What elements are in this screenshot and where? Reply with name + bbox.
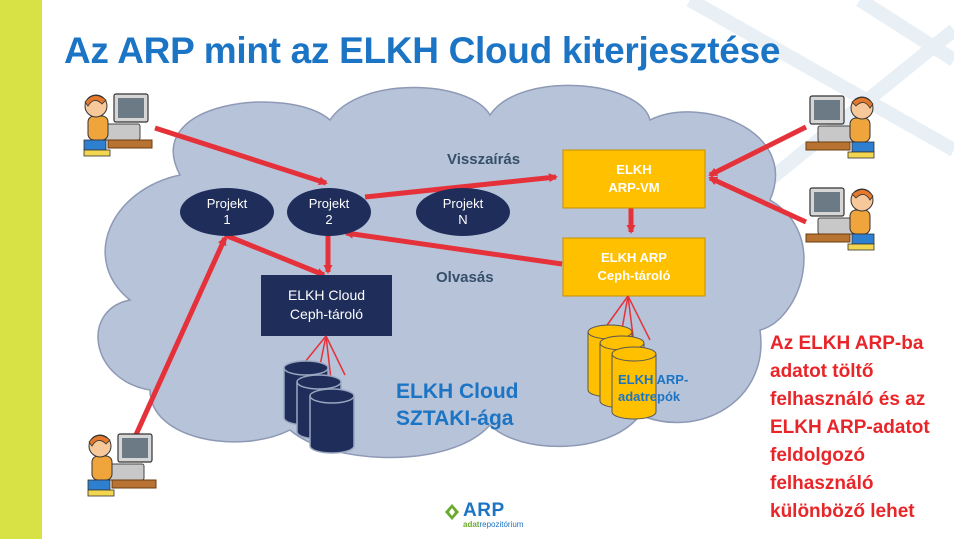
elkh-arp-vm-box (562, 149, 706, 209)
read-label: Olvasás (436, 269, 494, 286)
cloud-name-line2: SZTAKI-ága (396, 407, 514, 430)
repo-label-line2: adatrepók (618, 389, 681, 404)
arp-repo-label: ELKH ARP- adatrepók (618, 371, 688, 405)
logo-sub-rest: repozitórium (479, 520, 524, 529)
projekt-2-label: Projekt 2 (289, 196, 369, 228)
arrow-user-to-projekt1 (127, 236, 228, 450)
cloud-name-label: ELKH Cloud SZTAKI-ága (396, 378, 518, 432)
arp-storage-line2: Ceph-tároló (597, 268, 671, 283)
logo-sub-bold: adat (463, 520, 480, 529)
arrow-user-to-vm-top (708, 124, 808, 178)
arrows (127, 124, 808, 450)
arrow-read (344, 229, 563, 267)
projekt-2-line1: Projekt (308, 196, 350, 211)
elkh-cloud-storage-box (261, 275, 392, 336)
projekt-1-node (180, 188, 274, 236)
logo-sub-text: adatrepozitórium (463, 520, 523, 529)
elkh-cloud-storage-label: ELKH Cloud Ceph-tároló (261, 286, 392, 324)
arp-logo-mark (445, 504, 459, 520)
arp-repo-cylinders (587, 324, 657, 420)
slide-title: Az ARP mint az ELKH Cloud kiterjesztése (64, 30, 781, 71)
projekt-n-line2: N (458, 212, 468, 227)
cloud-name-line1: ELKH Cloud (396, 380, 519, 403)
projekt-2-node (287, 188, 371, 236)
repo-label-line1: ELKH ARP- (618, 372, 689, 387)
arp-vm-line2: ARP-VM (608, 180, 660, 195)
user-top-right-icon (805, 95, 875, 159)
arp-storage-line1: ELKH ARP (601, 250, 667, 265)
projekt-1-line1: Projekt (206, 196, 248, 211)
elkh-arp-storage-label: ELKH ARP Ceph-tároló (563, 249, 705, 285)
arp-vm-line1: ELKH (616, 162, 652, 177)
arp-logo: ARP adatrepozitórium (463, 500, 523, 529)
elkh-arp-storage-box (562, 237, 706, 297)
user-top-left-icon (83, 93, 153, 157)
accent-bar (0, 0, 42, 539)
projekt-1-label: Projekt 1 (187, 196, 267, 228)
arrow-user-to-vm-mid (708, 175, 808, 225)
arrow-projekt1-to-cloudstore (224, 232, 326, 278)
user-mid-right-icon (805, 187, 875, 251)
projekt-n-line1: Projekt (442, 196, 484, 211)
arrow-user-to-projekt2 (154, 125, 328, 186)
projekt-n-label: Projekt N (423, 196, 503, 228)
arrow-writeback (364, 173, 558, 200)
logo-main-text: ARP (463, 500, 505, 521)
elkh-arp-vm-label: ELKH ARP-VM (563, 161, 705, 197)
cloud-storage-line1: ELKH Cloud (287, 287, 366, 303)
projekt-1-line2: 1 (223, 212, 231, 227)
cloud-storage-cylinders (283, 360, 355, 454)
projekt-2-line2: 2 (325, 212, 333, 227)
user-bottom-left-icon (87, 433, 157, 497)
side-note: Az ELKH ARP-ba adatot töltő felhasználó … (770, 333, 930, 522)
projekt-n-node (416, 188, 510, 236)
writeback-label: Visszaírás (447, 151, 521, 168)
cloud-storage-line2: Ceph-tároló (289, 306, 364, 322)
